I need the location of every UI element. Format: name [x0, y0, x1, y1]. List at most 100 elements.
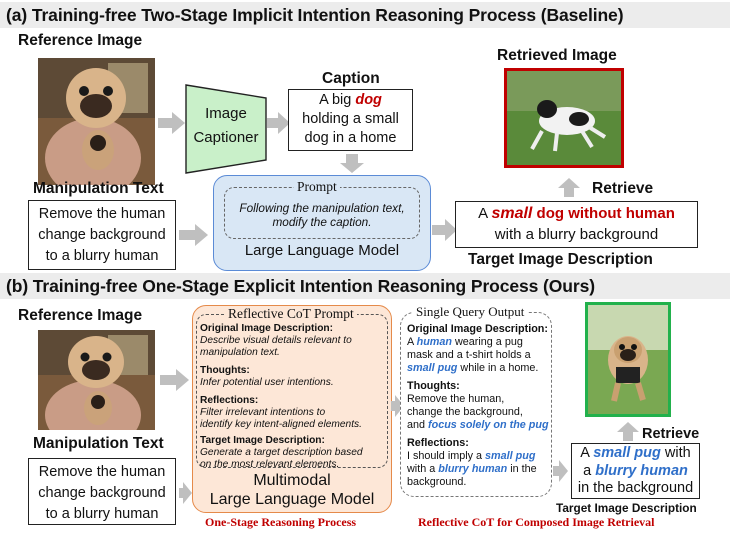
caption-prefix: A big: [319, 92, 356, 108]
sq-l8-hl: blurry human: [438, 463, 508, 475]
caption-box: A big dog holding a small dog in a home: [288, 89, 413, 151]
target-image-b: [585, 302, 671, 417]
reference-image-label-b: Reference Image: [18, 307, 143, 324]
target-b-mid: with: [660, 445, 691, 461]
captioner-line2: Captioner: [193, 129, 259, 146]
sq-l8-post: in the: [507, 463, 537, 475]
arrow-manip-to-llm: [179, 224, 208, 246]
section-a-band: (a) Training-free Two-Stage Implicit Int…: [0, 2, 730, 28]
target-a-prefix: A: [478, 205, 492, 222]
cot-t4b: on the most relevant elements.: [200, 459, 340, 470]
target-a-without: without: [568, 205, 622, 222]
mllm-box: Reflective CoT Prompt Original Image Des…: [192, 305, 392, 513]
manip-b-line3: to a blurry human: [45, 506, 159, 522]
sq-l7-pre: I should imply a: [407, 450, 486, 462]
sq-l1-pre: A: [407, 336, 417, 348]
arrow-ref-to-mllm: [160, 369, 189, 391]
cot-h1: Original Image Description:: [200, 323, 334, 334]
target-label-a: Target Image Description: [468, 251, 653, 268]
target-b-hl2: blurry human: [595, 462, 688, 479]
manipulation-box-b: Remove the human change background to a …: [28, 458, 176, 525]
manipulation-box-a: Remove the human change background to a …: [28, 200, 176, 270]
captioner-line1: Image: [205, 105, 247, 122]
sq-legend: Single Query Output: [413, 304, 528, 320]
cot-t2: Infer potential user intentions.: [200, 377, 334, 388]
target-box-a: A small dog without human with a blurry …: [455, 201, 698, 248]
reference-image-label-a: Reference Image: [18, 32, 143, 49]
reference-image-a: [38, 58, 155, 185]
section-a-title: (a) Training-free Two-Stage Implicit Int…: [6, 5, 624, 25]
manip-b-line2: change background: [38, 485, 166, 501]
sq-h3: Reflections:: [407, 437, 469, 449]
arrow-caption-to-llm: [340, 154, 364, 173]
caption-line2: holding a small: [302, 111, 399, 127]
sq-l2: mask and a t-shirt holds a: [407, 349, 531, 361]
manipulation-label-b: Manipulation Text: [33, 435, 164, 452]
sq-l6-hl: focus solely on the pug: [428, 419, 549, 431]
arrow-output-to-target: [553, 460, 568, 482]
caption-label: Caption: [322, 70, 380, 87]
sq-l3-hl: small pug: [407, 362, 458, 374]
manip-a-line2: change background: [38, 227, 166, 243]
retrieve-label-a: Retrieve: [592, 180, 654, 197]
sq-l9: background.: [407, 476, 467, 488]
target-b-prefix: A: [580, 445, 594, 461]
sq-l1-post: wearing a pug: [452, 336, 523, 348]
cot-t3a: Filter irrelevant intentions to: [200, 407, 326, 418]
red-caption-left: One-Stage Reasoning Process: [205, 515, 357, 529]
retrieve-label-b: Retrieve: [642, 426, 700, 442]
target-a-line2: with a blurry background: [494, 226, 659, 243]
retrieved-image: [504, 68, 624, 168]
arrow-retrieve-b: [617, 422, 639, 441]
section-b-band: (b) Training-free One-Stage Explicit Int…: [0, 273, 730, 299]
sq-l4: Remove the human,: [407, 393, 505, 405]
sq-l3-post: while in a home.: [457, 362, 539, 374]
single-query-output-box: Single Query Output Original Image Descr…: [400, 304, 552, 497]
sq-h2: Thoughts:: [407, 380, 460, 392]
target-b-pre2: a: [583, 462, 596, 479]
image-captioner: Image Captioner: [185, 84, 267, 179]
manip-b-line1: Remove the human: [38, 464, 166, 480]
sq-h1: Original Image Description:: [407, 323, 548, 335]
cot-t1b: manipulation text.: [200, 347, 280, 358]
mllm-line1: Multimodal: [253, 472, 331, 489]
sq-l5: change the background,: [407, 406, 523, 418]
target-label-b: Target Image Description: [556, 501, 697, 515]
target-box-b: A small pug with a blurry human in the b…: [571, 443, 700, 499]
llm-label: Large Language Model: [244, 242, 400, 259]
cot-h3: Reflections:: [200, 395, 259, 406]
prompt-legend: Prompt: [294, 179, 340, 195]
target-b-line3: in the background: [577, 480, 694, 496]
sq-l7-hl: small pug: [485, 450, 536, 462]
target-a-small: small: [491, 205, 533, 222]
target-b-hl1: small pug: [593, 445, 661, 461]
prompt-line2: modify the caption.: [272, 215, 372, 229]
sq-l1-hl: human: [416, 336, 452, 348]
arrow-manip-to-mllm: [179, 482, 192, 504]
cot-t4a: Generate a target description based: [200, 447, 363, 458]
prompt-line1: Following the manipulation text,: [239, 201, 405, 215]
manip-a-line1: Remove the human: [38, 206, 166, 222]
target-a-human: human: [625, 205, 675, 222]
retrieved-image-label: Retrieved Image: [497, 47, 617, 64]
sq-l8-pre: with a: [407, 463, 439, 475]
cot-t1a: Describe visual details relevant to: [200, 335, 352, 346]
arrow-retrieve-a: [558, 178, 580, 197]
cot-t3b: identify key intent-aligned elements.: [200, 419, 362, 430]
red-caption-right: Reflective CoT for Composed Image Retrie…: [418, 515, 655, 529]
arrow-mllm-to-output: [391, 395, 404, 417]
arrow-captioner-to-caption: [267, 112, 290, 134]
cot-h2: Thoughts:: [200, 365, 250, 376]
cot-legend: Reflective CoT Prompt: [225, 306, 357, 322]
cot-h4: Target Image Description:: [200, 435, 325, 446]
mllm-line2: Large Language Model: [209, 491, 375, 508]
arrow-llm-to-target: [432, 219, 457, 241]
caption-line3: dog in a home: [304, 130, 397, 146]
target-a-dog: dog: [536, 205, 565, 222]
sq-l6-pre: and: [407, 419, 429, 431]
llm-box: Prompt Following the manipulation text, …: [213, 175, 431, 271]
section-b-title: (b) Training-free One-Stage Explicit Int…: [6, 276, 595, 296]
arrow-ref-to-captioner: [158, 112, 185, 134]
caption-highlight: dog: [355, 92, 382, 108]
manip-a-line3: to a blurry human: [45, 248, 159, 264]
